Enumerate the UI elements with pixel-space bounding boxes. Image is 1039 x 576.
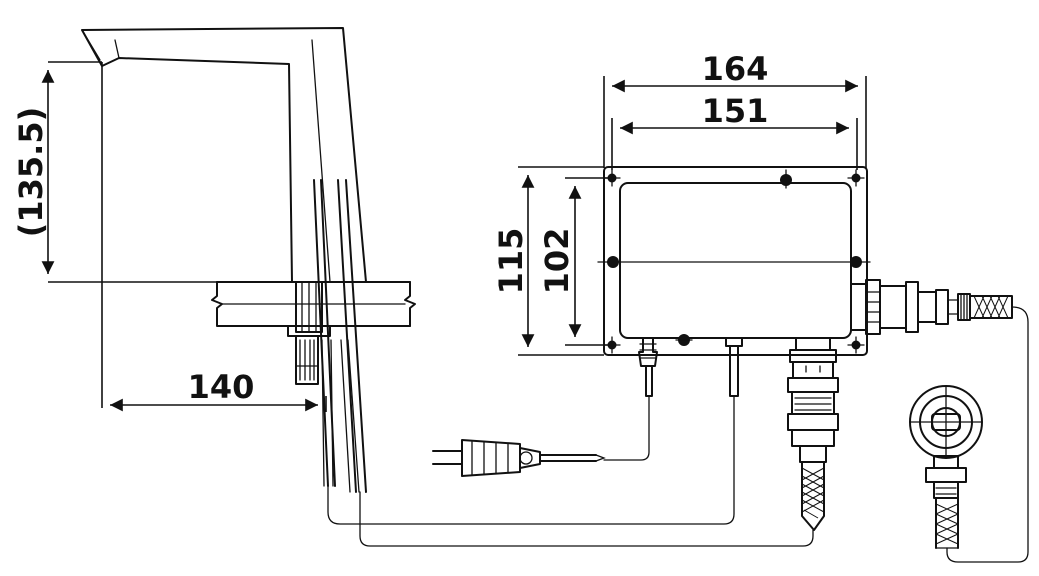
mounting-hole <box>847 169 865 187</box>
braided-hose-inlet <box>969 295 1013 319</box>
dimension-box-height-inner: 102 <box>538 177 612 346</box>
dim-label-box-width-outer: 164 <box>702 50 769 88</box>
dimension-spout-reach: 140 <box>101 62 327 412</box>
mounting-hole <box>780 174 792 186</box>
control-box <box>597 166 871 356</box>
dim-label-spout-reach: 140 <box>188 368 255 406</box>
mounting-hole <box>607 256 619 268</box>
mounting-hole <box>850 256 862 268</box>
countertop <box>211 281 416 327</box>
dimension-spout-height: (135.5) <box>12 61 217 283</box>
dimension-box-width-inner: 151 <box>611 92 858 170</box>
cables <box>327 306 1029 563</box>
angle-valve <box>909 385 983 499</box>
faucet-shank <box>287 281 331 385</box>
solenoid-valve-outlet <box>787 337 839 463</box>
mounting-hole <box>675 334 693 346</box>
dimension-box-width-outer: 164 <box>603 50 867 168</box>
mounting-holes <box>603 169 865 354</box>
faucet-body <box>81 27 367 283</box>
dim-label-spout-height: (135.5) <box>12 107 50 237</box>
dim-label-box-height-inner: 102 <box>538 228 576 295</box>
braided-hose-outlet <box>801 461 825 531</box>
dim-label-box-width-inner: 151 <box>702 92 769 130</box>
power-plug <box>432 439 606 477</box>
inlet-fitting-right <box>850 279 971 335</box>
braided-hose-angle-valve <box>935 497 959 549</box>
power-cable-gland <box>638 337 658 397</box>
supply-hoses <box>313 179 367 493</box>
dim-label-box-height-outer: 115 <box>492 228 530 295</box>
sensor-cable-gland <box>725 337 743 397</box>
mounting-hole <box>847 336 865 354</box>
dimension-box-height-outer: 115 <box>492 166 604 356</box>
